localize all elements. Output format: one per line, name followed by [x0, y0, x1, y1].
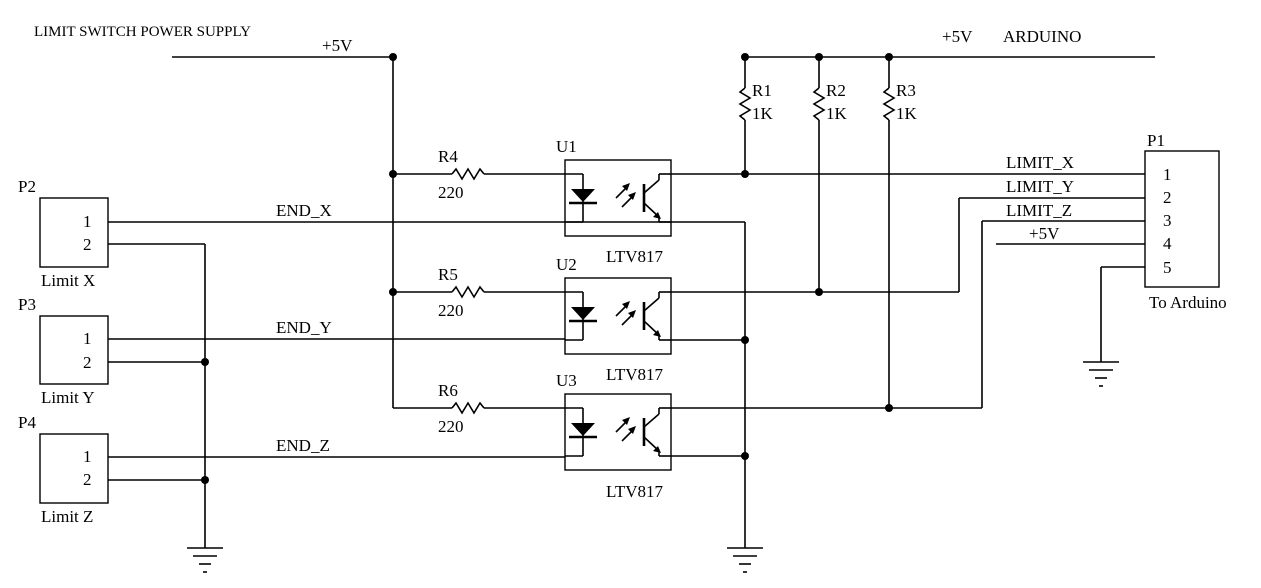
resistor-r1-value: 1K — [752, 104, 774, 123]
emitter-ground-bus — [671, 221, 749, 548]
optocoupler-u3-ref: U3 — [556, 371, 577, 390]
connector-p2-ref: P2 — [18, 177, 36, 196]
diagram-title: LIMIT SWITCH POWER SUPPLY — [34, 24, 251, 40]
resistor-r4-value: 220 — [438, 183, 464, 202]
resistor-r4: R4 220 — [438, 147, 565, 202]
resistor-r1-ref: R1 — [752, 81, 772, 100]
connector-p4-pin-2: 2 — [83, 470, 92, 489]
limit-y-net-label: LIMIT_Y — [1006, 177, 1074, 196]
resistor-r5-ref: R5 — [438, 265, 458, 284]
connector-p1-ref: P1 — [1147, 131, 1165, 150]
resistor-r3-ref: R3 — [896, 81, 916, 100]
connector-p1-pin-4: 4 — [1163, 234, 1172, 253]
end-y-net-label: END_Y — [276, 318, 332, 337]
optocoupler-u1-ref: U1 — [556, 137, 577, 156]
end-x-net-label: END_X — [276, 201, 332, 220]
resistor-r4-ref: R4 — [438, 147, 458, 166]
limit-z-net-label: LIMIT_Z — [1006, 201, 1072, 220]
resistor-r2: R2 1K — [812, 57, 848, 292]
connector-p4-name: Limit Z — [41, 507, 93, 526]
ground-symbol-right — [727, 547, 763, 573]
right-supply-name: ARDUINO — [1003, 27, 1081, 46]
optocoupler-u3-part: LTV817 — [606, 482, 663, 501]
end-x-net: END_X — [108, 201, 671, 223]
connector-p2-name: Limit X — [41, 271, 95, 290]
resistor-r6-value: 220 — [438, 417, 464, 436]
connector-p3: P3 1 2 Limit Y — [18, 295, 109, 407]
connector-p3-name: Limit Y — [41, 388, 95, 407]
resistor-r5: R5 220 — [438, 265, 565, 320]
resistor-r2-value: 1K — [826, 104, 848, 123]
connector-p1-pin-5: 5 — [1163, 258, 1172, 277]
connector-p2-pin-1: 1 — [83, 212, 92, 231]
ground-symbol-left — [187, 547, 223, 573]
resistor-r6: R6 220 — [438, 381, 565, 436]
connector-p2: P2 1 2 Limit X — [18, 177, 109, 290]
resistor-r3: R3 1K — [882, 57, 918, 408]
limit-x-net-label: LIMIT_X — [1006, 153, 1074, 172]
connector-p3-ref: P3 — [18, 295, 36, 314]
connector-p4-pin-1: 1 — [83, 447, 92, 466]
end-z-net: END_Z — [108, 436, 565, 458]
optocoupler-u1: U1 LTV817 — [556, 137, 672, 266]
limit-z-net: LIMIT_Z — [671, 201, 1145, 412]
limit-y-net: LIMIT_Y — [671, 177, 1145, 296]
resistor-r3-value: 1K — [896, 104, 918, 123]
connector-p2-pin-2: 2 — [83, 235, 92, 254]
end-z-net-label: END_Z — [276, 436, 330, 455]
limit-ground-bus — [108, 243, 209, 548]
right-supply-label: +5V — [942, 27, 973, 46]
resistor-r5-value: 220 — [438, 301, 464, 320]
optocoupler-u2-ref: U2 — [556, 255, 577, 274]
end-y-net: END_Y — [108, 318, 565, 340]
connector-p4-ref: P4 — [18, 413, 36, 432]
limit-x-net: LIMIT_X — [671, 153, 1145, 178]
connector-p3-pin-2: 2 — [83, 353, 92, 372]
arduino-5v-net-label: +5V — [1029, 224, 1060, 243]
left-supply-label: +5V — [322, 36, 353, 55]
connector-p1-pin-3: 3 — [1163, 211, 1172, 230]
right-supply-rail — [741, 53, 1155, 61]
connector-p4: P4 1 2 Limit Z — [18, 413, 109, 526]
connector-p1-pin-1: 1 — [1163, 165, 1172, 184]
arduino-ground-net — [1083, 266, 1145, 387]
resistor-r1: R1 1K — [738, 57, 774, 174]
connector-p1-name: To Arduino — [1149, 293, 1227, 312]
connector-p1: P1 1 2 3 4 5 To Arduino — [1144, 131, 1227, 312]
left-supply-rail — [172, 53, 452, 409]
optocoupler-u1-part: LTV817 — [606, 247, 663, 266]
arduino-5v-net: +5V — [996, 224, 1145, 245]
optocoupler-u3: U3 LTV817 — [556, 371, 672, 501]
optocoupler-u2-part: LTV817 — [606, 365, 663, 384]
connector-p3-pin-1: 1 — [83, 329, 92, 348]
resistor-r6-ref: R6 — [438, 381, 458, 400]
optocoupler-u2: U2 LTV817 — [556, 255, 672, 384]
resistor-r2-ref: R2 — [826, 81, 846, 100]
connector-p1-pin-2: 2 — [1163, 188, 1172, 207]
